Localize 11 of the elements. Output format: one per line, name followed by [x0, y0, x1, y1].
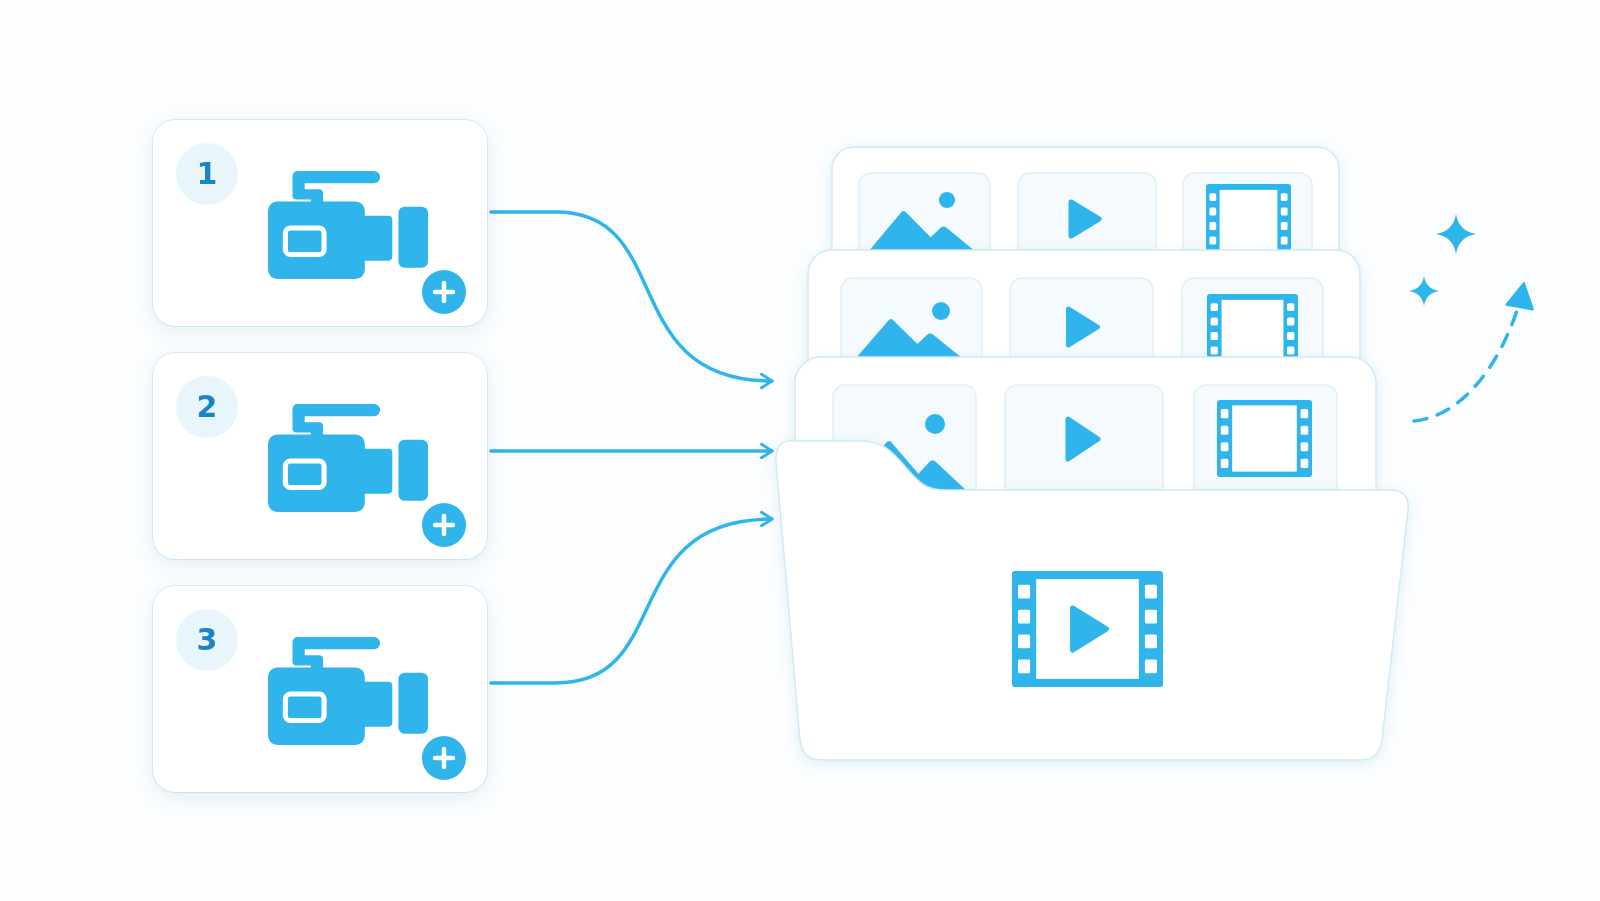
camera-card: [153, 586, 487, 792]
curved-arrow: [489, 510, 774, 685]
step-number: 3: [176, 609, 238, 671]
folder-illustration: [774, 145, 1410, 763]
step-number: 1: [176, 143, 238, 205]
curved-arrow: [489, 210, 774, 390]
camera-card: [153, 353, 487, 559]
step-number: 2: [176, 376, 238, 438]
dashed-arrow: [1412, 281, 1534, 423]
arrow: [489, 442, 774, 460]
camera-card: [153, 120, 487, 326]
